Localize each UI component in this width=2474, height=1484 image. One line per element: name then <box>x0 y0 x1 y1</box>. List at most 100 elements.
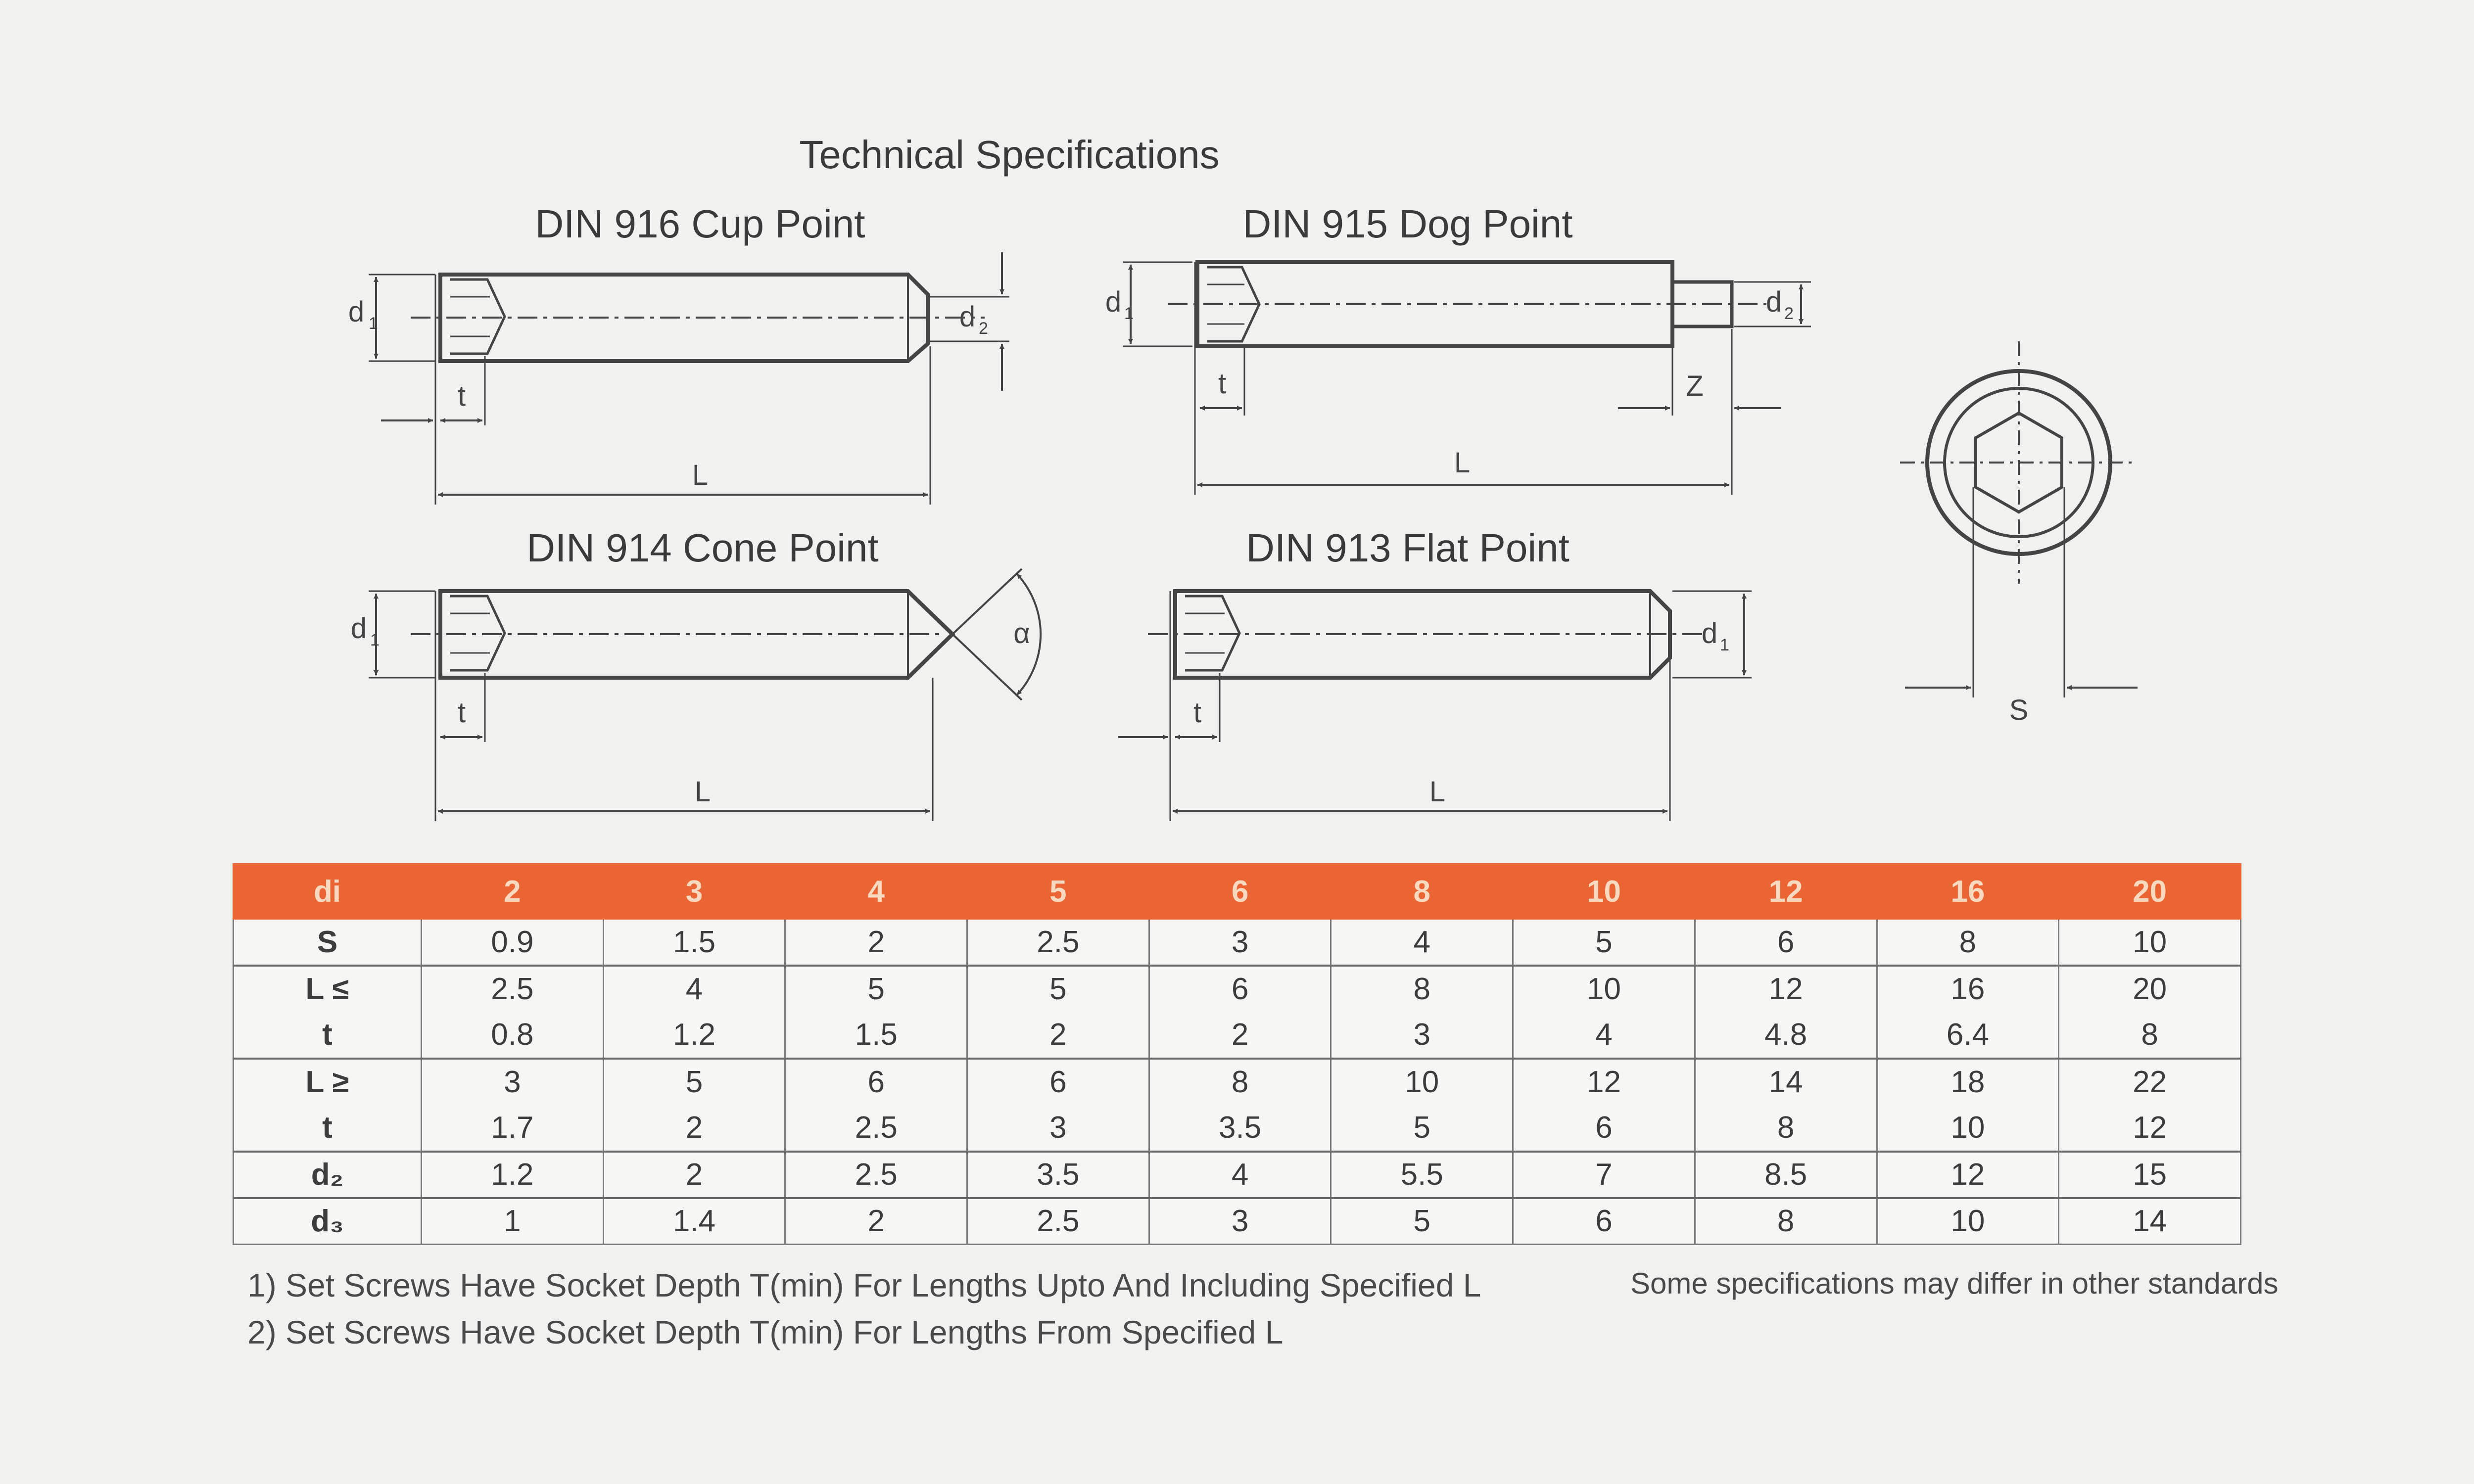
table-cell: 2 <box>966 1012 1150 1059</box>
table-cell: 10 <box>1876 1105 2060 1152</box>
note-2: 2) Set Screws Have Socket Depth T(min) F… <box>247 1314 1284 1350</box>
row-label: S <box>233 918 422 966</box>
din913-drawing: DIN 913 Flat Point d 1 t L <box>1118 526 1752 821</box>
table-cell: 12 <box>1876 1150 2060 1199</box>
table-cell: 20 <box>2058 964 2241 1012</box>
table-cell: 6 <box>1694 918 1878 966</box>
table-cell: 2.5 <box>421 964 604 1012</box>
end-view-s-label: S <box>2009 694 2029 726</box>
table-cell: 18 <box>1876 1057 2060 1105</box>
table-cell: 4 <box>1512 1012 1696 1059</box>
table-cell: 2 <box>602 1105 786 1152</box>
size-header: 6 <box>1148 863 1332 920</box>
table-cell: 4 <box>1330 918 1514 966</box>
din914-drawing: DIN 914 Cone Point d 1 α t L <box>351 526 1042 821</box>
din915-d2-sub: 2 <box>1784 304 1794 323</box>
table-cell: 22 <box>2058 1057 2241 1105</box>
table-cell: 6 <box>1148 964 1332 1012</box>
din916-d2-label: d <box>959 301 975 333</box>
din913-title: DIN 913 Flat Point <box>1246 526 1570 570</box>
table-cell: 3.5 <box>966 1150 1150 1199</box>
row-label: t <box>233 1105 422 1152</box>
size-header: 5 <box>966 863 1150 920</box>
table-cell: 1.4 <box>602 1197 786 1245</box>
din914-d1-sub: 1 <box>370 631 380 649</box>
table-cell: 16 <box>1876 964 2060 1012</box>
din914-title: DIN 914 Cone Point <box>526 526 879 570</box>
page-title: Technical Specifications <box>799 133 1219 177</box>
table-cell: 8 <box>1876 918 2060 966</box>
din915-drawing: DIN 915 Dog Point d 1 d 2 t <box>1105 202 1811 495</box>
table-cell: 5.5 <box>1330 1150 1514 1199</box>
table-cell: 7 <box>1512 1150 1696 1199</box>
row-label: d₂ <box>233 1150 422 1199</box>
table-cell: 3 <box>1330 1012 1514 1059</box>
table-cell: 2 <box>784 1197 968 1245</box>
disclaimer-note: Some specifications may differ in other … <box>1630 1267 2279 1300</box>
din915-l-label: L <box>1454 447 1470 479</box>
din914-d1-label: d <box>351 612 367 645</box>
table-cell: 2 <box>602 1150 786 1199</box>
size-header: 3 <box>602 863 786 920</box>
din915-d1-label: d <box>1105 286 1121 318</box>
note-1: 1) Set Screws Have Socket Depth T(min) F… <box>247 1267 1481 1303</box>
din916-t-label: t <box>458 380 466 412</box>
table-cell: 5 <box>1330 1105 1514 1152</box>
din914-l-label: L <box>695 776 711 808</box>
table-cell: 4 <box>602 964 786 1012</box>
table-cell: 0.8 <box>421 1012 604 1059</box>
table-cell: 3 <box>966 1105 1150 1152</box>
table-cell: 10 <box>1512 964 1696 1012</box>
table-cell: 14 <box>2058 1197 2241 1245</box>
table-cell: 12 <box>1694 964 1878 1012</box>
size-header: 8 <box>1330 863 1514 920</box>
table-cell: 1.2 <box>602 1012 786 1059</box>
table-cell: 10 <box>1876 1197 2060 1245</box>
din913-d1-sub: 1 <box>1720 636 1729 654</box>
table-cell: 6.4 <box>1876 1012 2060 1059</box>
din916-title: DIN 916 Cup Point <box>535 202 865 246</box>
din916-d1-label: d <box>348 296 364 328</box>
table-cell: 3 <box>1148 1197 1332 1245</box>
table-cell: 8.5 <box>1694 1150 1878 1199</box>
table-cell: 6 <box>1512 1197 1696 1245</box>
din915-z-label: Z <box>1686 370 1703 402</box>
din913-t-label: t <box>1193 696 1201 729</box>
table-cell: 3 <box>421 1057 604 1105</box>
din915-t-label: t <box>1218 368 1226 400</box>
size-header: 10 <box>1512 863 1696 920</box>
din916-d1-sub: 1 <box>369 314 378 333</box>
table-cell: 6 <box>1512 1105 1696 1152</box>
table-cell: 8 <box>1694 1197 1878 1245</box>
table-cell: 1.5 <box>602 918 786 966</box>
table-cell: 6 <box>784 1057 968 1105</box>
table-cell: 5 <box>602 1057 786 1105</box>
table-cell: 10 <box>1330 1057 1514 1105</box>
table-cell: 8 <box>2058 1012 2241 1059</box>
table-cell: 8 <box>1330 964 1514 1012</box>
din913-d1-label: d <box>1702 617 1717 649</box>
table-cell: 5 <box>966 964 1150 1012</box>
table-cell: 4 <box>1148 1150 1332 1199</box>
table-cell: 12 <box>1512 1057 1696 1105</box>
size-header: 2 <box>421 863 604 920</box>
row-label: t <box>233 1012 422 1059</box>
table-cell: 3 <box>1148 918 1332 966</box>
table-cell: 1.2 <box>421 1150 604 1199</box>
table-cell: 2.5 <box>966 918 1150 966</box>
table-cell: 15 <box>2058 1150 2241 1199</box>
table-cell: 10 <box>2058 918 2241 966</box>
size-header: 12 <box>1694 863 1878 920</box>
table-cell: 8 <box>1694 1105 1878 1152</box>
